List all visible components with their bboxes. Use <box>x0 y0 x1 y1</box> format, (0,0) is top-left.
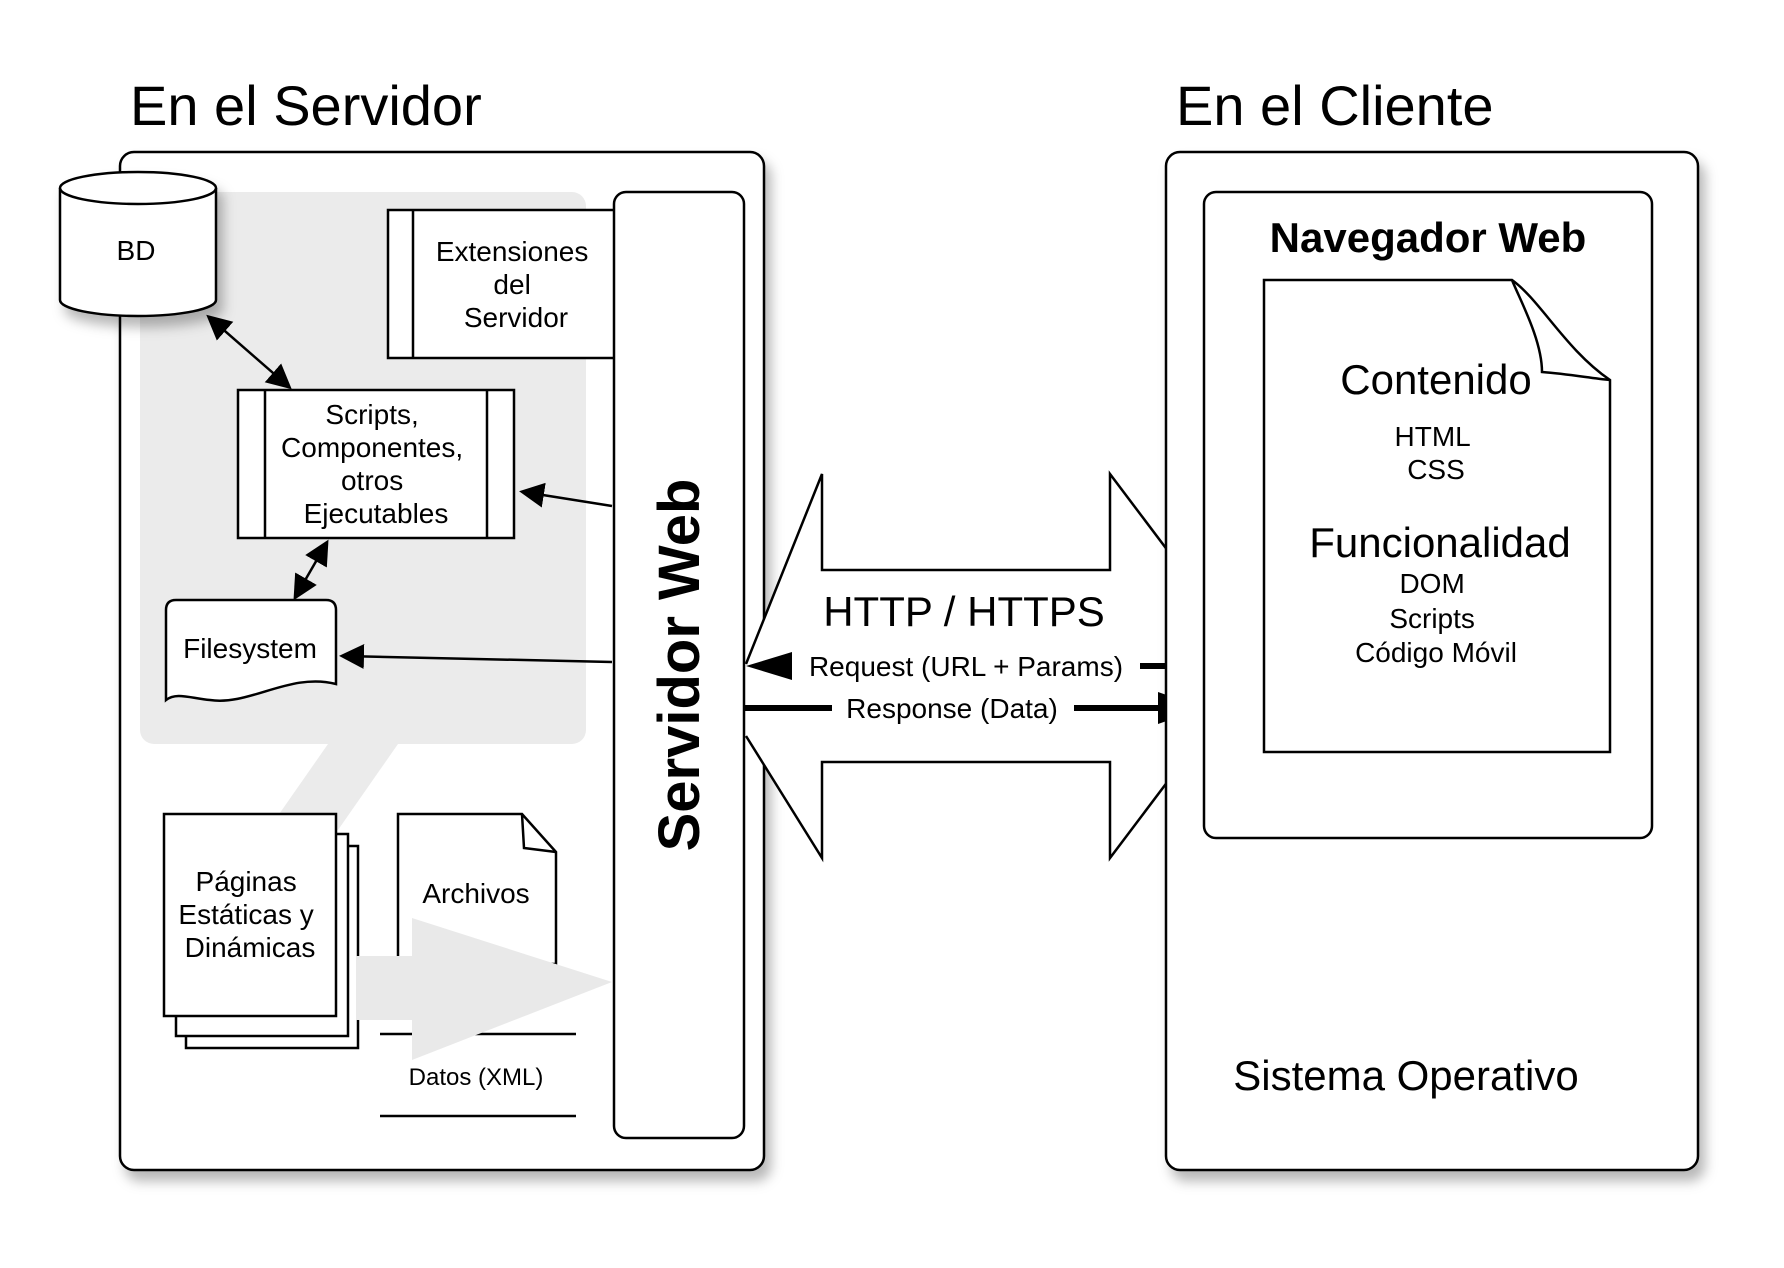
response-label: Response (Data) <box>846 693 1058 724</box>
request-label: Request (URL + Params) <box>809 651 1123 682</box>
files-label: Archivos <box>422 878 529 909</box>
scripts-components-line: otros <box>341 465 403 496</box>
functionality-title: Funcionalidad <box>1309 519 1571 566</box>
web-server-label: Servidor Web <box>647 479 712 852</box>
protocol-title: HTTP / HTTPS <box>823 588 1105 635</box>
client-title: En el Cliente <box>1176 74 1494 137</box>
server-extensions-line: Extensiones <box>436 236 589 267</box>
pages-stack <box>162 812 360 1050</box>
filesystem-label: Filesystem <box>183 633 317 664</box>
pages-line: Dinámicas <box>185 932 316 963</box>
scripts-components-box <box>236 388 516 540</box>
database-icon <box>58 170 218 318</box>
scripts-filesystem-arrow <box>293 539 329 601</box>
functionality-item: DOM <box>1399 568 1464 599</box>
server-extensions-line: Servidor <box>464 302 568 333</box>
webserver-filesystem-arrow <box>339 643 613 669</box>
functionality-item: Scripts <box>1389 603 1475 634</box>
web-server-column <box>612 190 746 1140</box>
scripts-components-line: Ejecutables <box>304 498 449 529</box>
database-label: BD <box>117 235 156 266</box>
server-extensions-label: Extensiones del Servidor <box>436 236 596 333</box>
data-label: Datos (XML) <box>409 1064 544 1091</box>
content-item: CSS <box>1407 454 1465 485</box>
pages-line: Páginas <box>196 866 297 897</box>
scripts-components-line: Componentes, <box>281 432 463 463</box>
scripts-components-label: Scripts, Componentes, otros Ejecutables <box>281 399 471 529</box>
server-title: En el Servidor <box>130 74 482 137</box>
server-extensions-line: del <box>493 269 530 300</box>
db-scripts-arrow <box>206 314 292 390</box>
content-document-icon <box>1262 278 1612 754</box>
content-list: HTML CSS <box>1395 421 1478 485</box>
static-content-flow-arrow <box>356 918 612 1060</box>
scripts-components-line: Scripts, <box>325 399 418 430</box>
content-title: Contenido <box>1340 356 1531 403</box>
request-arrowhead <box>746 652 792 680</box>
webserver-scripts-arrow <box>519 482 613 508</box>
content-item: HTML <box>1395 421 1471 452</box>
browser-label: Navegador Web <box>1270 214 1587 261</box>
pages-line: Estáticas y <box>178 899 313 930</box>
functionality-list: DOM Scripts Código Móvil <box>1355 568 1517 668</box>
os-label: Sistema Operativo <box>1233 1052 1578 1099</box>
functionality-item: Código Móvil <box>1355 637 1517 668</box>
pages-label: Páginas Estáticas y Dinámicas <box>178 866 321 963</box>
filesystem-shape <box>164 598 338 703</box>
